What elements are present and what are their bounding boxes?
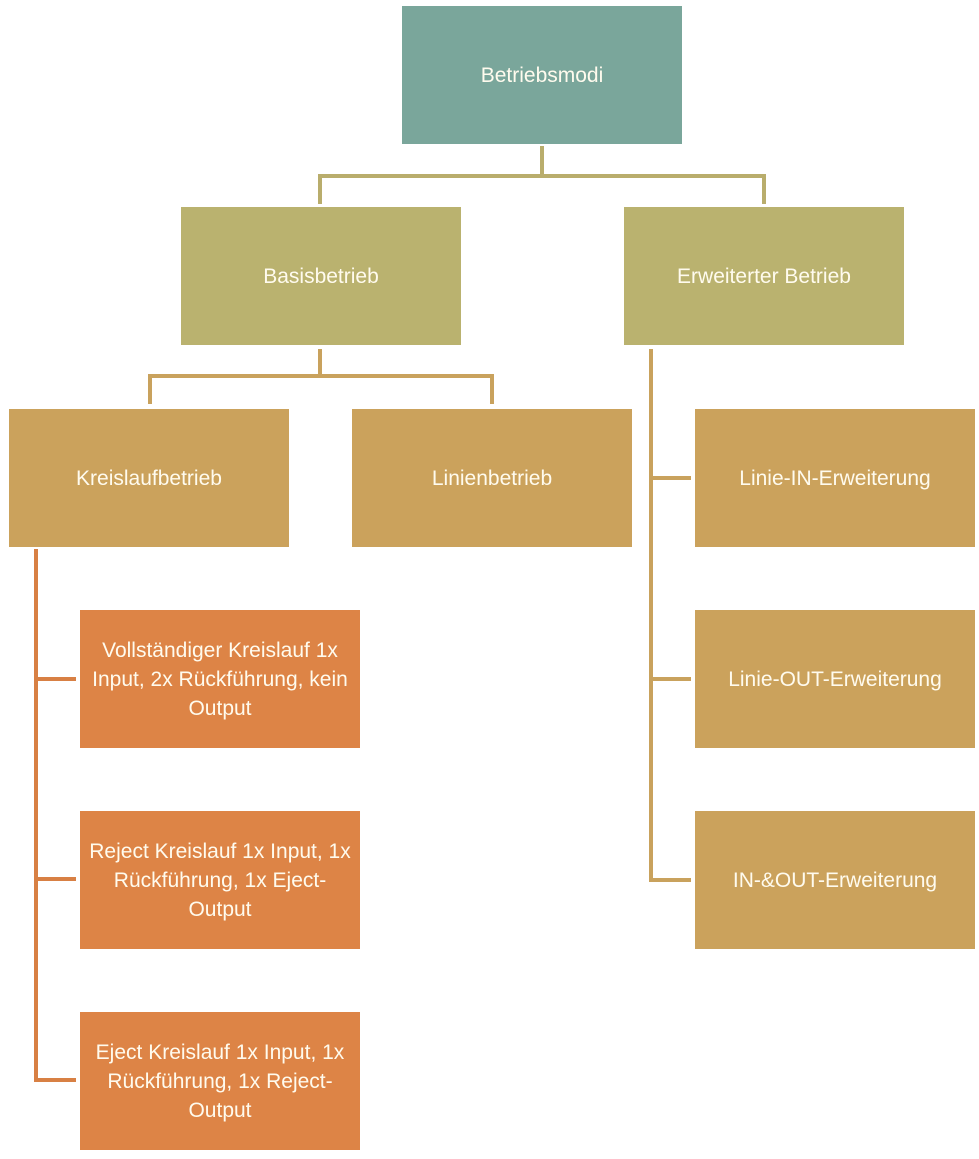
connector-to-in-out: [649, 878, 691, 882]
connector-basis-bar: [148, 374, 494, 378]
connector-to-linie-in: [649, 476, 691, 480]
connector-kreislauf-spine: [34, 549, 38, 1082]
node-label: IN-&OUT-Erweiterung: [732, 868, 938, 892]
node-in-out-erweiterung: IN-&OUT-Erweiterung: [695, 811, 975, 949]
connector-to-reject-kreislauf: [34, 877, 76, 881]
connector-to-kreislaufbetrieb: [148, 374, 152, 404]
node-eject-kreislauf: Eject Kreislauf 1x Input, 1x Rückführung…: [80, 1012, 360, 1150]
node-label: Betriebsmodi: [480, 63, 604, 87]
node-linie-in-erweiterung: Linie-IN-Erweiterung: [695, 409, 975, 547]
node-vollstaendiger-kreislauf: Vollständiger Kreislauf 1x Input, 2x Rüc…: [80, 610, 360, 748]
connector-erweitert-spine: [649, 349, 653, 882]
node-reject-kreislauf: Reject Kreislauf 1x Input, 1x Rückführun…: [80, 811, 360, 949]
node-label: Linie-IN-Erweiterung: [739, 466, 931, 490]
connector-root-bar: [318, 174, 766, 178]
connector-to-erweiterter-betrieb: [762, 174, 766, 204]
node-basisbetrieb: Basisbetrieb: [181, 207, 461, 345]
node-label: Linienbetrieb: [431, 466, 553, 490]
node-label: Basisbetrieb: [263, 264, 379, 288]
node-linie-out-erweiterung: Linie-OUT-Erweiterung: [695, 610, 975, 748]
connector-to-vollstaendiger-kreislauf: [34, 677, 76, 681]
connector-to-linie-out: [649, 677, 691, 681]
node-label: Reject Kreislauf 1x Input, 1x Rückführun…: [89, 839, 351, 921]
node-betriebsmodi: Betriebsmodi: [402, 6, 682, 144]
node-linienbetrieb: Linienbetrieb: [352, 409, 632, 547]
node-erweiterter-betrieb: Erweiterter Betrieb: [624, 207, 904, 345]
connector-root-stem: [540, 146, 544, 176]
node-label: Kreislaufbetrieb: [76, 466, 222, 490]
connector-to-eject-kreislauf: [34, 1078, 76, 1082]
connector-basis-stem: [318, 349, 322, 378]
node-label: Erweiterter Betrieb: [677, 264, 851, 288]
node-label: Eject Kreislauf 1x Input, 1x Rückführung…: [95, 1040, 345, 1122]
node-label: Linie-OUT-Erweiterung: [728, 667, 942, 691]
node-kreislaufbetrieb: Kreislaufbetrieb: [9, 409, 289, 547]
node-label: Vollständiger Kreislauf 1x Input, 2x Rüc…: [92, 638, 348, 720]
connector-to-basisbetrieb: [318, 174, 322, 204]
connector-to-linienbetrieb: [490, 374, 494, 404]
